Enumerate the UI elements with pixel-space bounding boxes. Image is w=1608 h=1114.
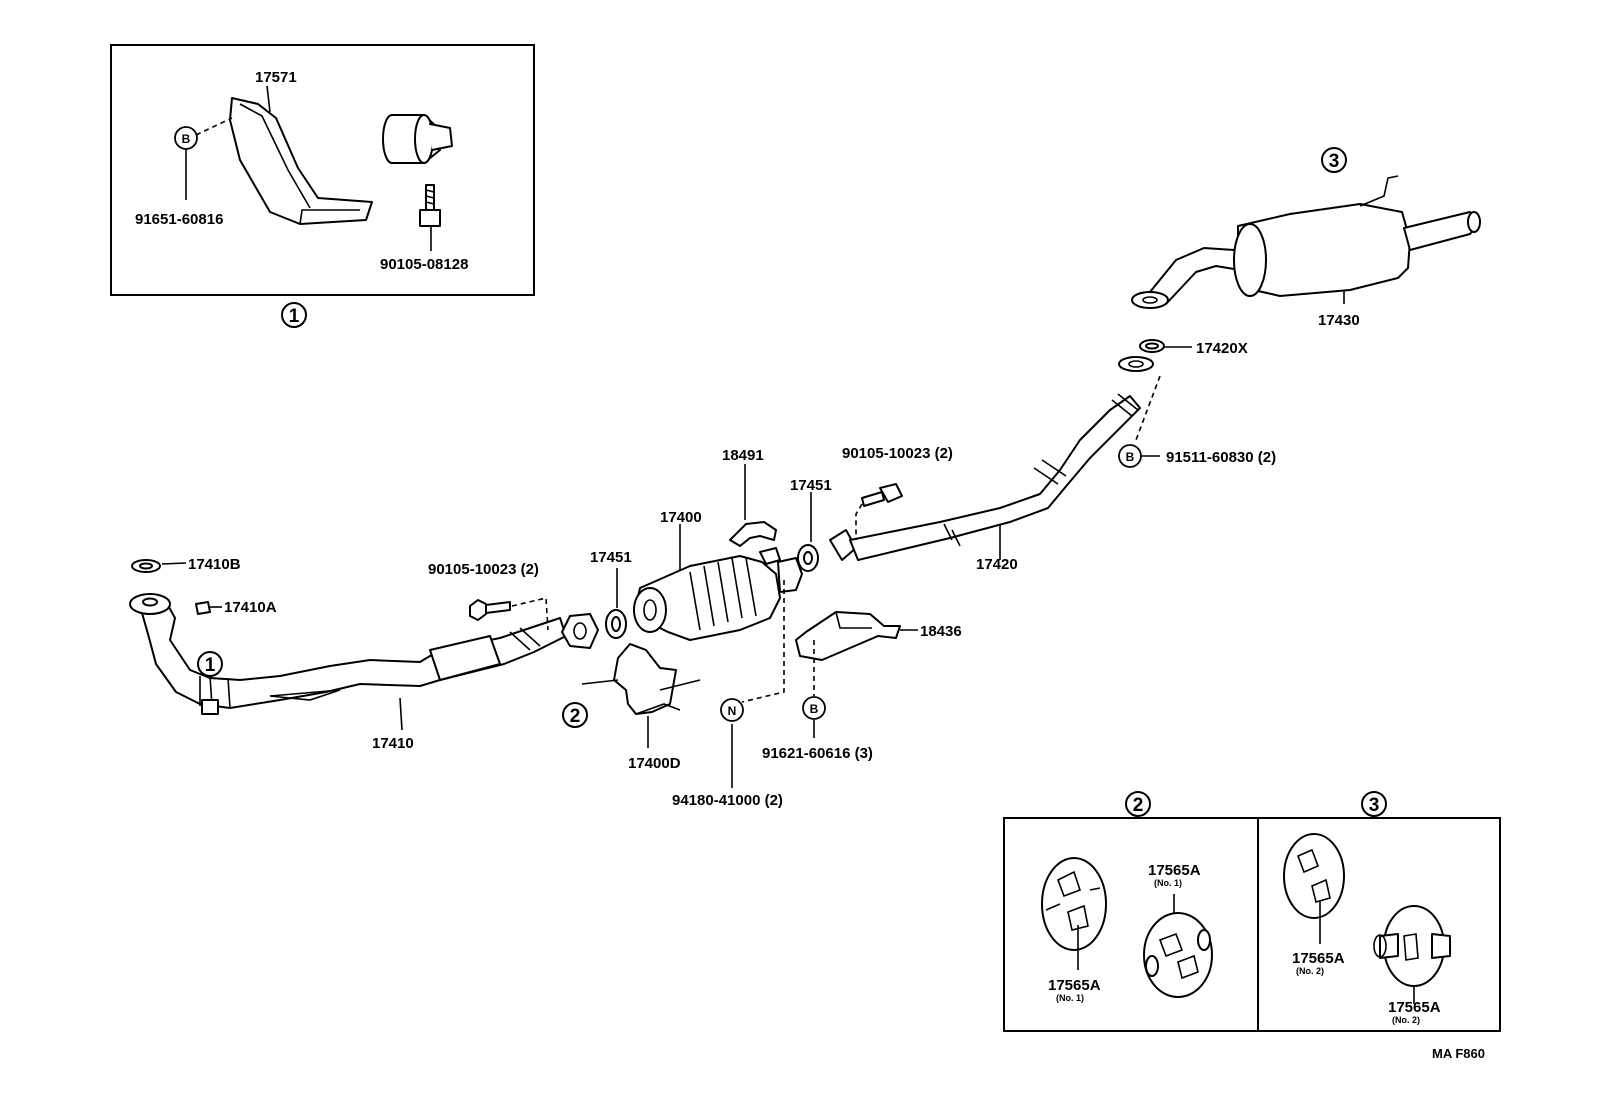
- inset-1-panel: B 17571 91651-60816 90105-08128: [110, 44, 535, 296]
- inset-3-label-b: 17565A: [1388, 999, 1441, 1016]
- muffler-17430: [1131, 175, 1481, 309]
- marker-b-circle: [174, 126, 198, 150]
- nut-17410a: [195, 601, 211, 615]
- marker-n: N: [728, 704, 737, 718]
- gasket-17420x: [1139, 339, 1165, 353]
- inset-3-note-b: (No. 2): [1392, 1015, 1420, 1025]
- marker-1-front-pipe: 1: [205, 655, 216, 676]
- converter-17400: [633, 547, 803, 641]
- inset-2-3-panel: [1003, 817, 1501, 1032]
- label-94180-41000: 94180-41000 (2): [672, 792, 783, 809]
- marker-2-bracket: 2: [570, 706, 581, 727]
- marker-3-muffler: 3: [1329, 151, 1340, 172]
- label-17420: 17420: [976, 556, 1018, 573]
- label-18491: 18491: [722, 447, 764, 464]
- pipe-flange-front: [561, 613, 599, 649]
- bolt-front-90105: [469, 599, 511, 621]
- hanger-18436: [795, 611, 901, 661]
- label-17420x: 17420X: [1196, 340, 1248, 357]
- label-17451-rear: 17451: [790, 477, 832, 494]
- label-91621-60616: 91621-60616 (3): [762, 745, 873, 762]
- gasket-17410b: [131, 559, 161, 573]
- marker-b-hanger: B: [810, 702, 819, 716]
- inset-3-mount-no2-b: [1373, 905, 1451, 987]
- converter-bracket-17400d: [581, 643, 701, 715]
- inset-2-note-a: (No. 1): [1056, 993, 1084, 1003]
- inset-2-mount-no1-b: [1143, 912, 1213, 998]
- gasket-17451-rear: [797, 544, 819, 572]
- inset-1-caption: 1: [289, 306, 300, 327]
- center-pipe-rear-flange: [1118, 356, 1154, 372]
- label-90105-10023-rear: 90105-10023 (2): [842, 445, 953, 462]
- inset-2-label-a: 17565A: [1048, 977, 1101, 994]
- label-17400d: 17400D: [628, 755, 681, 772]
- label-90105-10023-front: 90105-10023 (2): [428, 561, 539, 578]
- label-17410b: 17410B: [188, 556, 241, 573]
- inset-2-mount-no1-a: [1041, 857, 1107, 951]
- front-pipe-17410: [139, 597, 567, 715]
- label-17430: 17430: [1318, 312, 1360, 329]
- center-pipe-17420: [829, 393, 1141, 561]
- gasket-17451-front: [605, 609, 627, 639]
- label-91651-60816: 91651-60816: [135, 211, 223, 228]
- label-17400: 17400: [660, 509, 702, 526]
- label-17410: 17410: [372, 735, 414, 752]
- label-17451-front: 17451: [590, 549, 632, 566]
- label-17410a: 17410A: [224, 599, 277, 616]
- inset-2-label-b: 17565A: [1148, 862, 1201, 879]
- bracket-17571-shape: [229, 97, 373, 225]
- label-17571: 17571: [255, 69, 297, 86]
- inset-3-note-a: (No. 2): [1296, 966, 1324, 976]
- front-flange: [129, 593, 171, 615]
- label-91511-60830: 91511-60830 (2): [1166, 449, 1276, 466]
- inset-3-label-a: 17565A: [1292, 950, 1345, 967]
- marker-b: B: [182, 132, 191, 146]
- inset-2-note-b: (No. 1): [1154, 878, 1182, 888]
- label-18436: 18436: [920, 623, 962, 640]
- figure-code: MA F860: [1432, 1046, 1485, 1061]
- marker-b-center: B: [1126, 450, 1135, 464]
- bolt-rear-90105: [861, 483, 903, 507]
- label-90105-08128: 90105-08128: [380, 256, 468, 273]
- inset-2-caption: 2: [1133, 795, 1144, 816]
- heat-shield-18491: [729, 521, 777, 547]
- inset-3-mount-no2-a: [1283, 833, 1345, 919]
- inset-3-caption: 3: [1369, 795, 1380, 816]
